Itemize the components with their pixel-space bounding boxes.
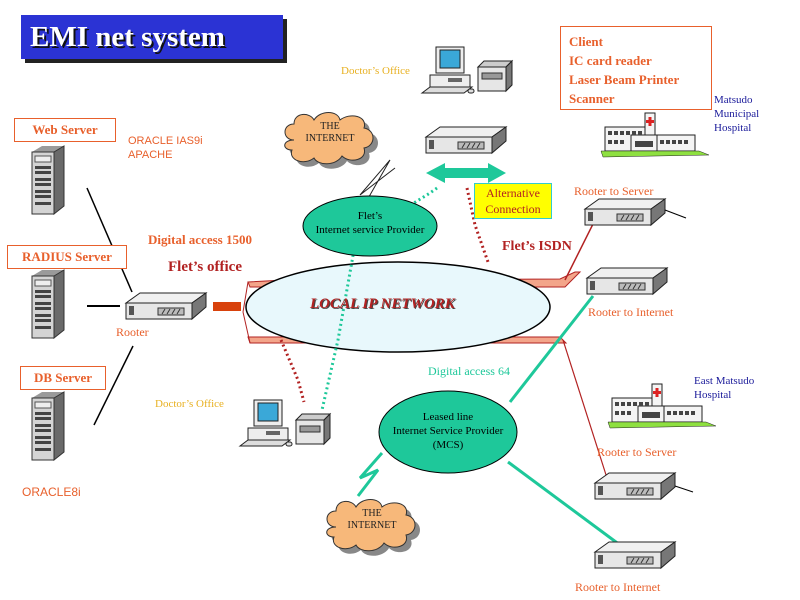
radius-server-icon [31,269,65,339]
flets-office-label: Flet’s office [168,259,242,275]
software-oracle-ias: ORACLE IAS9i [128,135,203,147]
hospital-line: Matsudo [714,94,753,106]
db-to-rooter-link [93,345,134,426]
doctors-office-bottom-label: Doctor’s Office [155,398,224,410]
alternative-connection-label: Alternative Connection [474,183,552,219]
client-line: Laser Beam Printer [569,72,680,87]
flets-isp-ellipse [302,195,438,257]
db-server-label: DB Server [20,366,106,390]
matsudo-rooter-server-icon [584,198,666,226]
software-apache: APACHE [128,149,173,161]
internet-line: INTERNET [305,133,355,144]
client-box: Client IC card reader Laser Beam Printer… [560,26,712,110]
digital-access-64-label: Digital access 64 [428,364,510,378]
web-server-label: Web Server [14,118,116,142]
client-line: Client [569,34,603,49]
rooter-label: Rooter [116,325,149,339]
local-ip-network-label: LOCAL IP NETWORK [310,296,455,312]
east-matsudo-hospital-label: East Matsudo Hospital [694,374,754,402]
leased-isp-line: Leased line [422,411,474,423]
radius-server-label: RADIUS Server [7,245,127,269]
matsudo-rooter-internet-icon [586,267,668,295]
web-to-rooter-link [86,187,133,293]
db-server-icon [31,391,65,461]
local-ip-network-ellipse [245,261,551,353]
east-rooter-internet-label: Rooter to Internet [575,580,661,594]
client-line: Scanner [569,91,615,106]
hospital-line: Municipal [714,108,760,120]
internet-bottom-label: THE INTERNET [327,508,417,532]
rooter-network-link [213,302,241,311]
doctor-computer-bottom-icon [239,399,331,447]
leased-to-east-internet-link [507,460,621,547]
east-rooter-internet-icon [594,541,676,569]
leased-internet-link [356,452,384,497]
network-to-east-server-link [562,339,608,479]
east-rooter-server-label: Rooter to Server [597,445,677,459]
rooter-icon [125,292,207,320]
internet-line: THE [320,121,340,132]
matsudo-rooter-internet-label: Rooter to Internet [588,305,674,319]
network-doctor-dotted-link [279,339,306,403]
alt-line: Connection [485,202,541,216]
internet-line: INTERNET [347,520,397,531]
matsudo-hospital-icon [599,111,711,159]
web-server-software: ORACLE IAS9i APACHE [128,134,203,162]
page-title: EMI net system [21,15,283,59]
flets-isp-line: Internet service Provider [315,224,425,236]
leased-isp-label: Leased line Internet Service Provider (M… [379,410,517,452]
east-rooter-server-icon [594,472,676,500]
matsudo-hospital-label: Matsudo Municipal Hospital [714,93,759,135]
leased-isp-line: Internet Service Provider [392,425,504,437]
internet-top-label: THE INTERNET [285,121,375,145]
isp-doctor-dotted-link [320,249,356,411]
isdn-to-matsudo-server-link [564,221,595,281]
alt-line: Alternative [486,186,540,200]
matsudo-rooter-server-label: Rooter to Server [574,184,654,198]
leased-isp-ellipse [378,390,518,474]
client-line: IC card reader [569,53,652,68]
web-server-icon [31,145,65,215]
digital-access-1500-label: Digital access 1500 [148,232,252,247]
flets-isp-label: Flet’s Internet service Provider [303,209,437,237]
flets-isdn-label: Flet’s ISDN [502,239,572,254]
hospital-line: Hospital [694,389,732,401]
internet-line: THE [362,508,382,519]
hospital-line: Hospital [714,122,752,134]
doctor-router-icon [425,126,507,154]
doctors-office-top-label: Doctor’s Office [341,65,410,77]
leased-to-matsudo-internet-link [508,295,595,403]
hospital-line: East Matsudo [694,375,755,387]
flets-isp-line: Flet’s [357,210,383,222]
isp-internet-link [349,159,396,231]
leased-isp-line: (MCS) [432,439,464,451]
doctor-computer-top-icon [421,46,513,94]
alt-isp-dotted-link [408,186,438,208]
db-server-software: ORACLE8i [22,485,81,499]
alternative-double-arrow [426,163,506,183]
